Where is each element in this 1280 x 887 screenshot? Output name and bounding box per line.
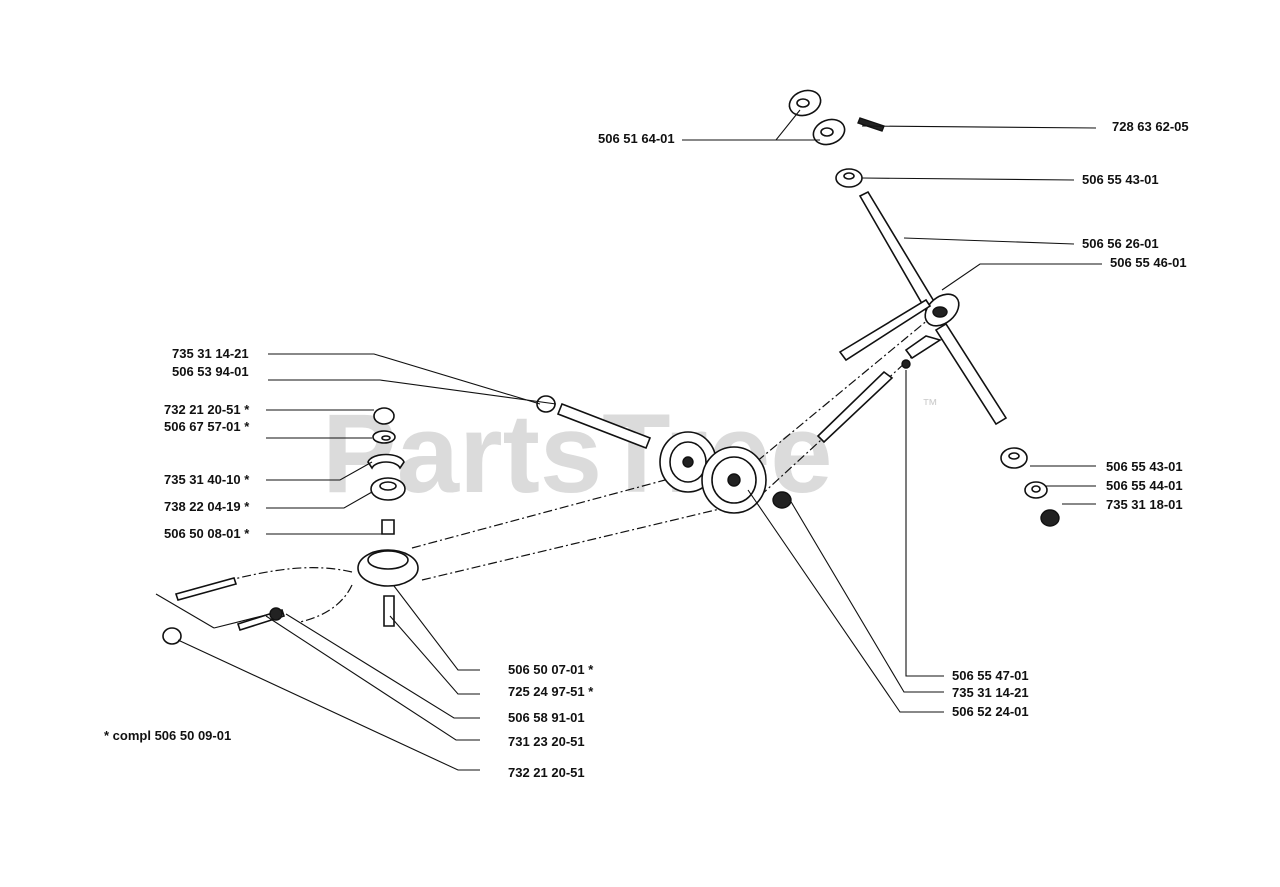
center-pulleys [536,395,792,514]
label-506-56-26-01: 506 56 26-01 [1082,236,1159,251]
label-506-52-24-01: 506 52 24-01 [952,704,1029,719]
label-506-50-08-01: 506 50 08-01 * [164,526,250,541]
label-735-31-18-01: 735 31 18-01 [1106,497,1183,512]
label-725-24-97-51: 725 24 97-51 * [508,684,594,699]
leader-lines [155,109,1102,771]
label-506-55-46-01: 506 55 46-01 [1110,255,1187,270]
label-506-50-07-01: 506 50 07-01 * [508,662,594,677]
part-labels: 728 63 62-05 506 51 64-01 506 55 43-01 5… [104,119,1189,780]
label-506-58-91-01: 506 58 91-01 [508,710,585,725]
label-506-55-43-01-top: 506 55 43-01 [1082,172,1159,187]
right-fasteners [1000,447,1060,527]
label-506-51-64-01: 506 51 64-01 [598,131,675,146]
label-728-63-62-05: 728 63 62-05 [1112,119,1189,134]
footnote: * compl 506 50 09-01 [104,728,231,743]
label-506-55-47-01: 506 55 47-01 [952,668,1029,683]
label-735-31-14-21-left: 735 31 14-21 [172,346,249,361]
label-506-55-44-01: 506 55 44-01 [1106,478,1183,493]
label-735-31-40-10: 735 31 40-10 * [164,472,250,487]
label-506-53-94-01: 506 53 94-01 [172,364,249,379]
label-506-67-57-01: 506 67 57-01 * [164,419,250,434]
label-735-31-14-21-right: 735 31 14-21 [952,685,1029,700]
label-738-22-04-19: 738 22 04-19 * [164,499,250,514]
left-pulley-stack [162,407,419,645]
label-732-21-20-51-bottom: 732 21 20-51 [508,765,585,780]
label-506-55-43-01-right: 506 55 43-01 [1106,459,1183,474]
label-731-23-20-51: 731 23 20-51 [508,734,585,749]
watermark-trademark: ™ [922,397,938,414]
upper-shaft-assembly [788,89,1008,444]
label-732-21-20-51-star: 732 21 20-51 * [164,402,250,417]
